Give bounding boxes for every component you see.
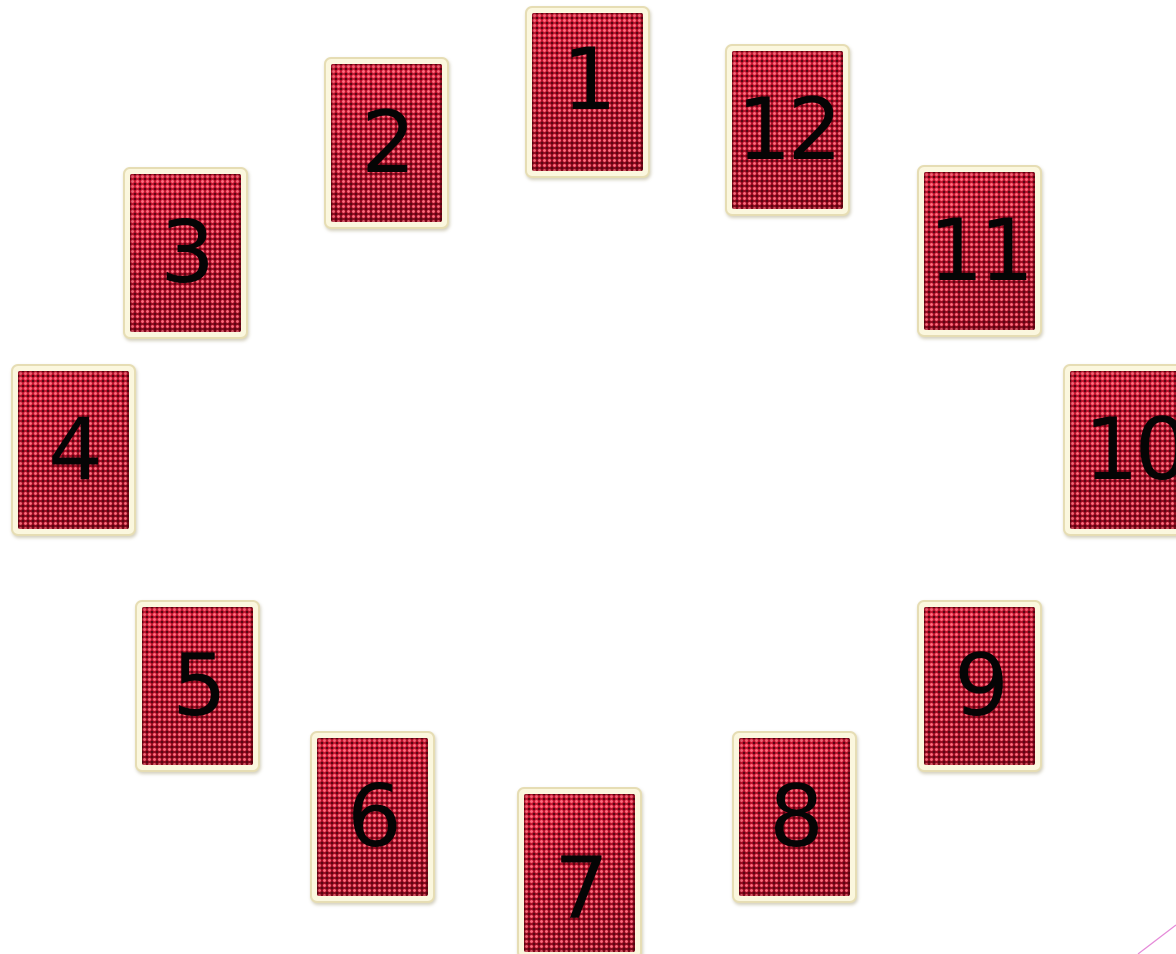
card-spread-board: 1 2 12 3 11 4 10 5 xyxy=(0,0,1176,954)
decorative-line xyxy=(0,0,1176,954)
